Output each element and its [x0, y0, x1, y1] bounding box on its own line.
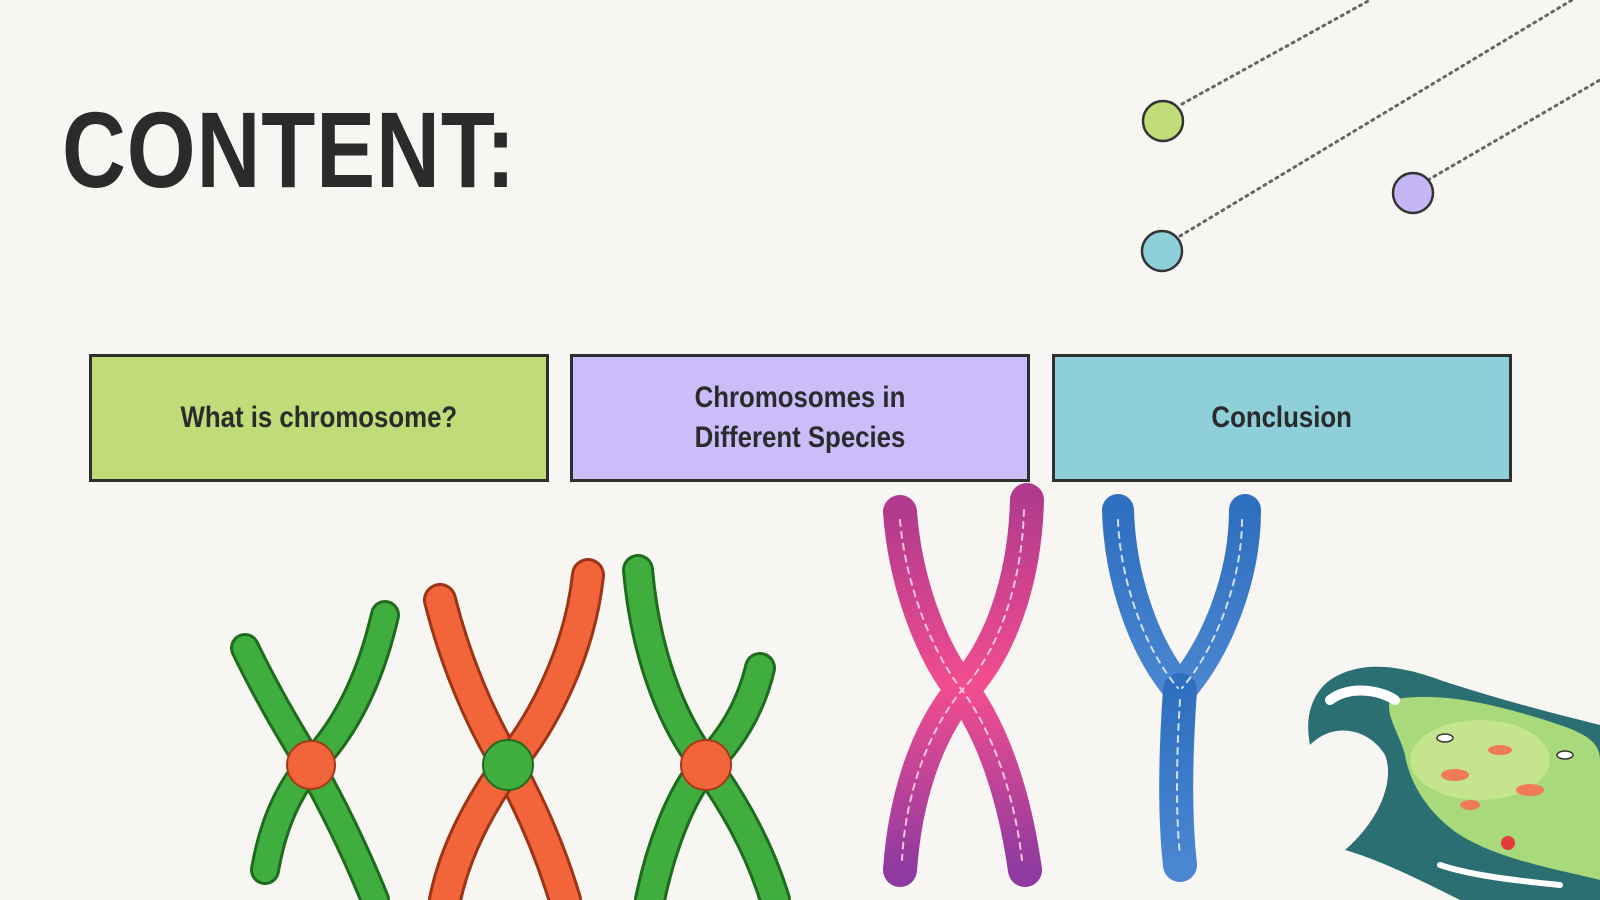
- content-item-chromosomes-in-species[interactable]: Chromosomes in Different Species: [570, 354, 1030, 482]
- y-chromosome-icon: [1102, 494, 1261, 882]
- green-dot-icon: [1141, 99, 1185, 143]
- x-chromosome-icon: [883, 483, 1044, 887]
- content-item-label: Chromosomes in Different Species: [694, 381, 906, 454]
- red-chromosome-icon: [423, 558, 605, 900]
- slide-title: CONTENT:: [62, 89, 517, 210]
- content-item-conclusion[interactable]: Conclusion: [1052, 354, 1512, 482]
- purple-dot-icon: [1391, 171, 1435, 215]
- blue-dot-icon: [1140, 229, 1184, 273]
- green-chromosome-icon: [230, 600, 400, 900]
- cell-illustration-icon: [1308, 666, 1600, 900]
- content-item-what-is-chromosome[interactable]: What is chromosome?: [89, 354, 549, 482]
- green-chromosome-icon: [622, 554, 791, 900]
- content-item-label: What is chromosome?: [180, 401, 458, 435]
- content-item-label: Conclusion: [1211, 401, 1353, 435]
